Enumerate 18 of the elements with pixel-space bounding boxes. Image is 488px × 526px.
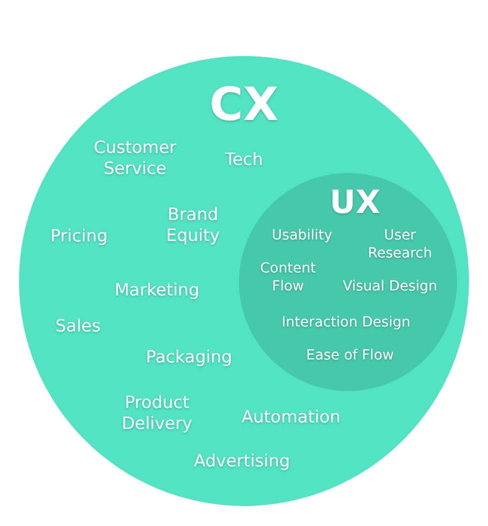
circle-title: CX: [209, 81, 279, 127]
topic-label: Content Flow: [259, 260, 317, 296]
topic-label: Interaction Design: [282, 314, 410, 332]
topic-label: Pricing: [50, 226, 108, 248]
topic-label: Customer Service: [92, 138, 178, 180]
topic-label: Automation: [242, 407, 340, 429]
topic-label: Advertising: [194, 451, 290, 473]
topic-label: Marketing: [114, 280, 200, 302]
topic-label: Packaging: [146, 347, 232, 369]
topic-label: Visual Design: [342, 278, 438, 296]
topic-label: Product Delivery: [120, 392, 194, 436]
topic-label: Sales: [55, 316, 101, 338]
circle-title: UX: [330, 186, 380, 218]
topic-label: Brand Equity: [165, 204, 221, 248]
topic-label: Tech: [224, 152, 264, 170]
topic-label: Ease of Flow: [306, 347, 394, 365]
topic-label: Usability: [272, 227, 332, 245]
topic-label: User Research: [366, 228, 434, 262]
